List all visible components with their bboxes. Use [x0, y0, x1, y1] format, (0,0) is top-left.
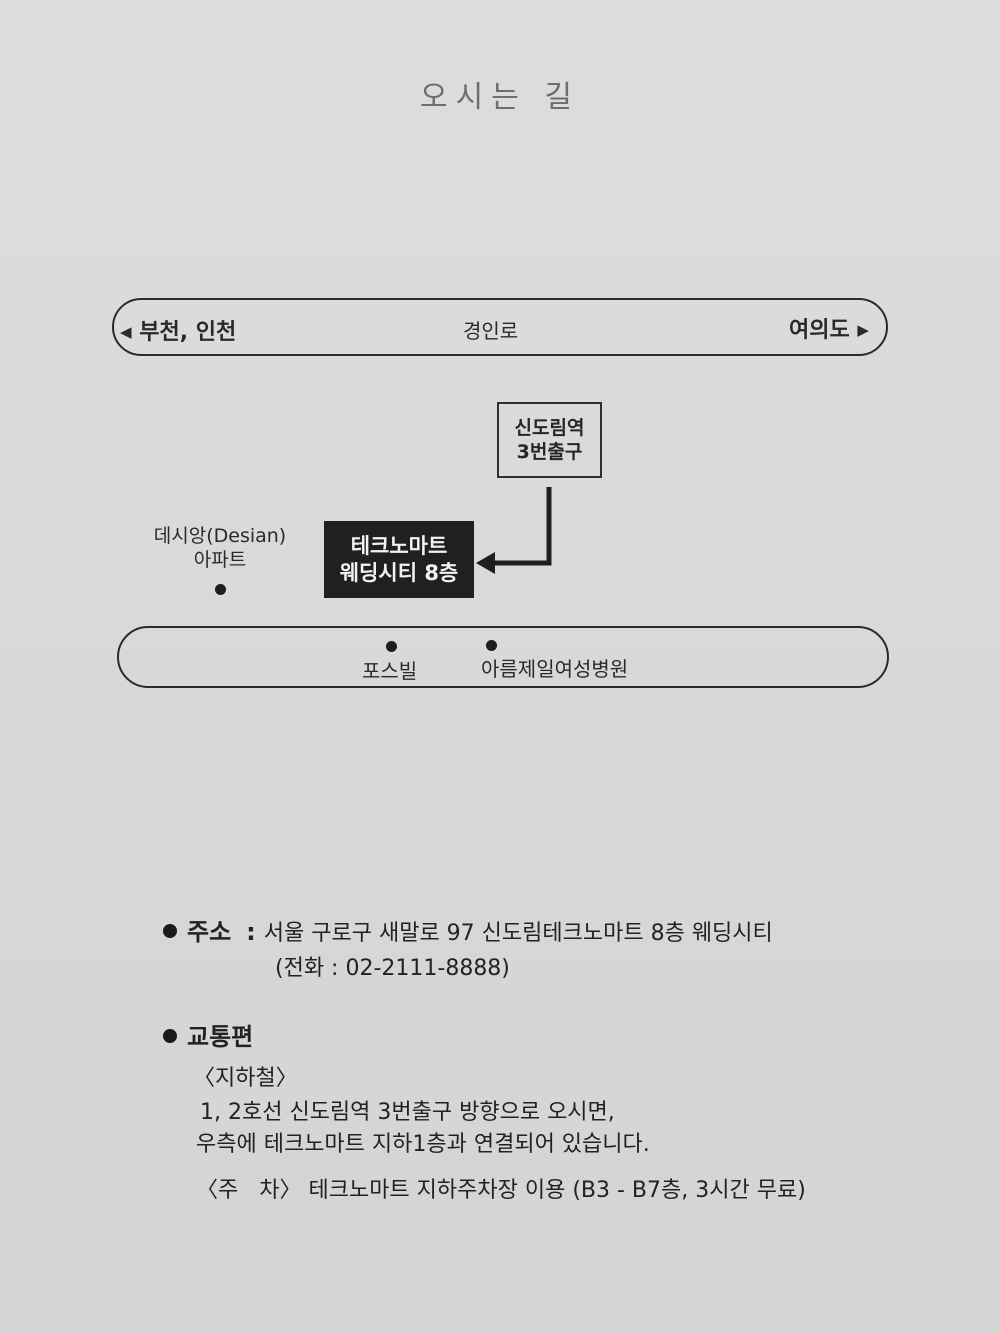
address-heading: 주소 [187, 918, 232, 946]
road-gyeongin [112, 298, 888, 356]
arrow-head-icon [476, 552, 495, 574]
parking-heading: 〈주 차〉 [196, 1178, 302, 1203]
right-arrow-icon: ▶ [857, 321, 869, 339]
address-phone: (전화 : 02-2111-8888) [275, 956, 510, 981]
road-center-label: 경인로 [463, 319, 519, 343]
parking-line: 〈주 차〉 테크노마트 지하주차장 이용 (B3 - B7층, 3시간 무료) [196, 1172, 806, 1204]
landmark-posville: 포스빌 [362, 659, 418, 683]
transport-heading: 교통편 [187, 1023, 254, 1051]
destination-line1: 테크노마트 [350, 533, 448, 558]
parking-text: 테크노마트 지하주차장 이용 (B3 - B7층, 3시간 무료) [308, 1178, 806, 1203]
bullet-icon [163, 1029, 177, 1043]
address-line: 주소 : 서울 구로구 새말로 97 신도림테크노마트 8층 웨딩시티 [163, 912, 773, 947]
apartment-marker-icon [215, 584, 226, 595]
address-value: 서울 구로구 새말로 97 신도림테크노마트 8층 웨딩시티 [263, 921, 773, 946]
apartment-label: 데시앙(Desian) 아파트 [153, 525, 287, 571]
station-exit-box: 신도림역 3번출구 [497, 402, 602, 478]
left-arrow-icon: ◀ [120, 323, 132, 341]
page-title: 오시는 길 [420, 80, 580, 115]
road-bottom [117, 626, 889, 688]
subway-line1: 1, 2호선 신도림역 3번출구 방향으로 오시면, [200, 1100, 615, 1125]
transport-line: 교통편 [163, 1017, 253, 1052]
subway-line2: 우측에 테크노마트 지하1층과 연결되어 있습니다. [196, 1132, 650, 1157]
bullet-icon [163, 924, 177, 938]
destination-box: 테크노마트 웨딩시티 8층 [324, 521, 474, 598]
road-right-label: 여의도 ▶ [789, 318, 869, 343]
posville-marker-icon [386, 641, 397, 652]
landmark-hospital: 아름제일여성병원 [481, 657, 629, 681]
destination-line2: 웨딩시티 8층 [339, 560, 459, 585]
station-exit: 3번출구 [516, 441, 583, 463]
road-left-label: ◀ 부천, 인천 [120, 320, 237, 345]
subway-heading: 〈지하철〉 [193, 1066, 298, 1091]
address-separator: : [246, 918, 256, 946]
station-name: 신도림역 [514, 417, 585, 439]
route-line [490, 487, 552, 566]
hospital-marker-icon [486, 640, 497, 651]
